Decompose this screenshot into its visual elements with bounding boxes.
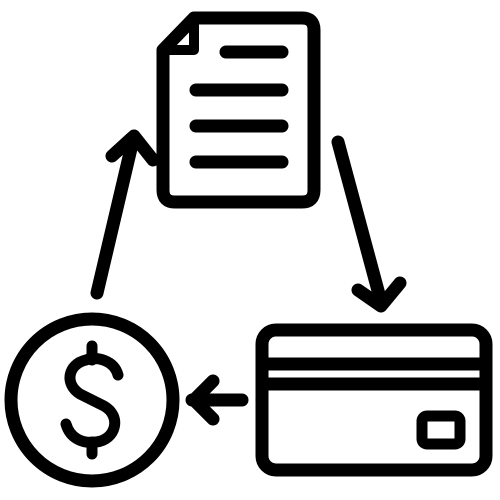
dollar-coin-icon — [4, 312, 180, 488]
credit-card-chip — [416, 410, 466, 450]
arrow-down-right-icon — [331, 135, 407, 313]
arrow-down-right-shaft — [331, 135, 387, 305]
arrow-left-head — [187, 374, 220, 426]
document-outline — [156, 11, 321, 209]
dollar-s-curve — [60, 353, 124, 448]
arrow-left-icon — [185, 374, 249, 426]
document-folded-corner — [158, 13, 199, 55]
arrow-up-right-icon — [90, 129, 160, 300]
arrow-up-right-shaft — [90, 133, 140, 300]
arrow-up-right-head — [105, 129, 160, 167]
credit-card-body — [255, 323, 493, 477]
document-icon — [156, 11, 321, 209]
coin-outline — [4, 312, 180, 488]
credit-card-icon — [255, 323, 493, 477]
arrow-down-right-head — [351, 276, 407, 313]
